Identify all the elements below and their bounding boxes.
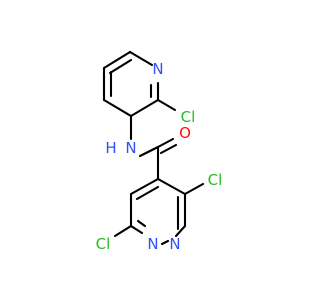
bond <box>138 145 160 158</box>
bond <box>136 219 147 228</box>
atom-n-1: N <box>147 235 158 253</box>
bond <box>113 224 133 238</box>
bond <box>108 58 133 75</box>
atom-n-pyridine: N <box>152 60 163 78</box>
bond <box>102 50 132 70</box>
atom-cl-6: Cl <box>96 235 111 253</box>
atom-cl-pyridine: Cl <box>181 108 196 126</box>
bond <box>183 182 205 196</box>
bond <box>160 239 170 246</box>
atom-o-carbonyl: O <box>179 124 191 142</box>
bond <box>174 224 187 238</box>
bond <box>156 137 175 149</box>
bond <box>129 224 144 235</box>
atom-n-amide: N <box>125 139 136 157</box>
bond <box>135 185 160 201</box>
bond <box>102 98 133 118</box>
atom-h-amide: H <box>105 139 116 157</box>
bond <box>129 177 160 196</box>
molecule-structure: N Cl N H O Cl Cl N N <box>96 50 223 253</box>
atom-cl-3: Cl <box>208 171 223 189</box>
bond-layer <box>102 50 205 246</box>
bond <box>159 143 178 155</box>
atom-label-layer: N Cl N H O Cl Cl N N <box>96 60 223 253</box>
bond <box>156 98 177 112</box>
bond <box>128 50 154 67</box>
bond <box>156 177 187 196</box>
bond <box>129 98 160 118</box>
atom-n-2: N <box>169 235 180 253</box>
